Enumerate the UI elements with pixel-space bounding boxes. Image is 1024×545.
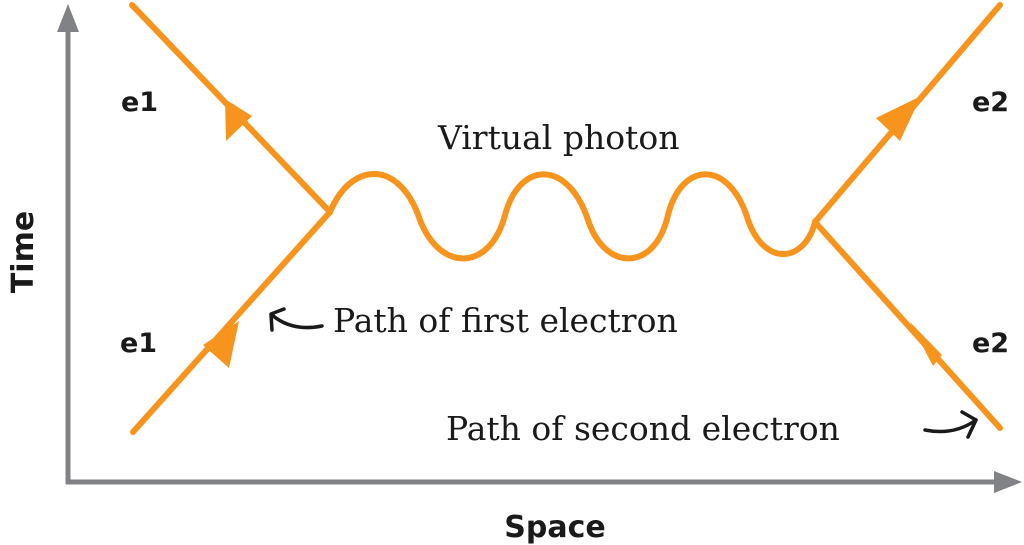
- virtual-photon-wave: [327, 171, 818, 262]
- space-axis-arrowhead: [994, 471, 1022, 493]
- second-electron-pointer-icon: [923, 410, 978, 439]
- electron-2-outgoing-label: e2: [972, 87, 1009, 118]
- electron-2-incoming-label: e2: [972, 328, 1009, 359]
- first-electron-incoming-arrowhead: [203, 321, 239, 368]
- first-electron-incoming-line: [130, 209, 333, 435]
- space-axis-label: Space: [504, 510, 605, 545]
- second-electron-incoming-arrowhead: [910, 322, 942, 366]
- electron-1-outgoing-label: e1: [121, 87, 158, 118]
- axes: [57, 4, 1022, 493]
- first-electron-path-label: Path of first electron: [333, 301, 678, 340]
- second-electron-incoming-line: [812, 219, 1003, 431]
- time-axis-label: Time: [6, 211, 41, 293]
- second-electron-path: [812, 2, 1003, 431]
- time-axis-arrowhead: [57, 4, 79, 32]
- second-electron-path-label: Path of second electron: [446, 409, 840, 448]
- virtual-photon-label: Virtual photon: [437, 118, 679, 157]
- first-electron-pointer-icon: [269, 307, 324, 332]
- first-electron-outgoing-arrowhead: [225, 99, 252, 141]
- second-electron-outgoing-arrowhead: [876, 96, 921, 141]
- electron-1-incoming-label: e1: [120, 328, 157, 359]
- first-electron-path: [129, 2, 333, 435]
